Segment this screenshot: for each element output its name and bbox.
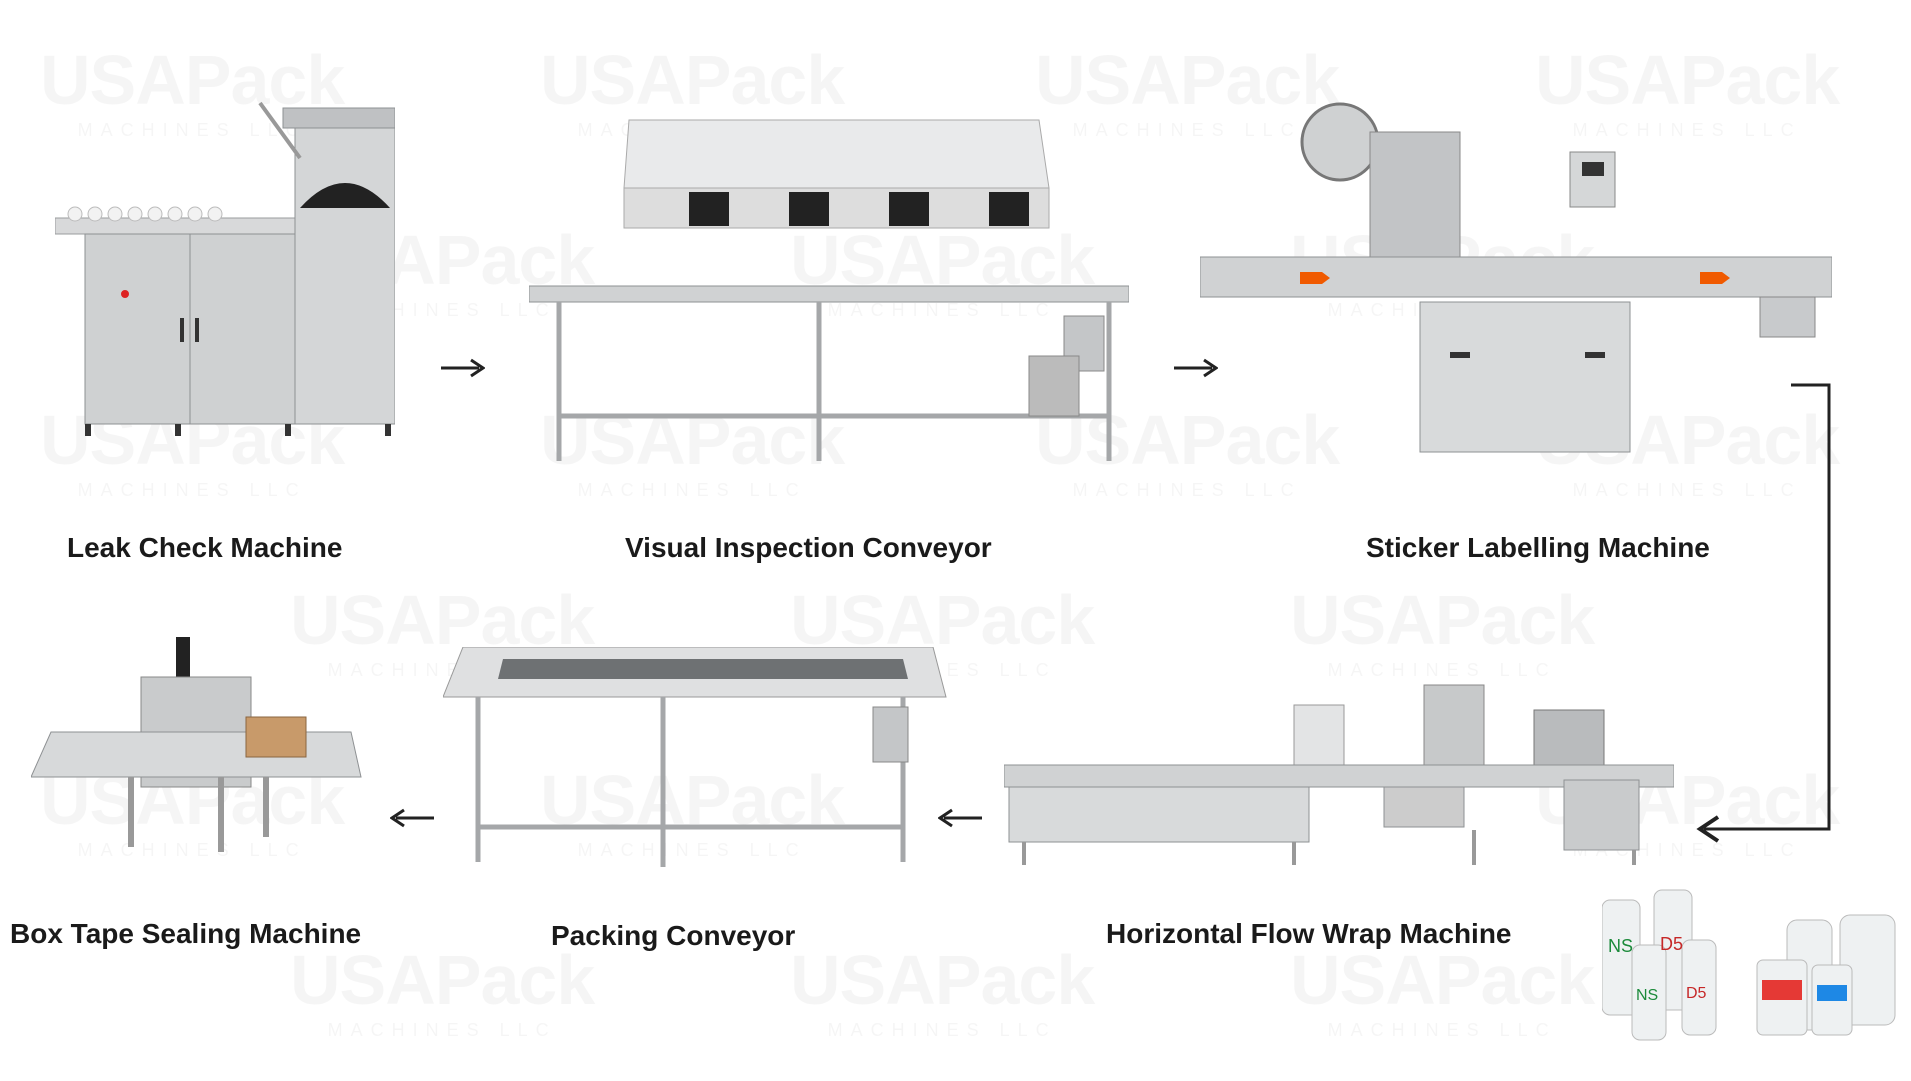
step-label-box-tape-sealing: Box Tape Sealing Machine xyxy=(10,918,362,949)
iv-bottles-bags-image: NS D5 NS D5 xyxy=(1602,880,1907,1045)
flow-arrow-right-icon xyxy=(441,358,485,378)
usapack-watermark-logo: USAPackMACHINES LLC xyxy=(790,940,1094,1041)
usapack-watermark-logo: USAPackMACHINES LLC xyxy=(290,940,594,1041)
bottle-label: D5 xyxy=(1660,934,1683,954)
usapack-watermark-logo: USAPackMACHINES LLC xyxy=(1290,940,1594,1041)
flow-connector-arrow-icon xyxy=(1690,380,1840,850)
box-tape-sealing-machine-image xyxy=(31,637,366,862)
horizontal-flow-wrap-machine-image xyxy=(1004,680,1674,870)
step-label-horizontal-flow-wrap: Horizontal Flow Wrap Machine xyxy=(1106,918,1512,949)
packing-conveyor-image xyxy=(443,647,948,872)
usapack-watermark-logo: USAPackMACHINES LLC xyxy=(1290,580,1594,681)
flow-arrow-left-icon xyxy=(390,808,434,828)
bottle-label: D5 xyxy=(1686,985,1707,1002)
bottle-label: NS xyxy=(1636,987,1658,1004)
step-label-sticker-labelling: Sticker Labelling Machine xyxy=(1366,532,1710,563)
flow-arrow-right-icon xyxy=(1174,358,1218,378)
step-label-visual-inspection: Visual Inspection Conveyor xyxy=(625,532,992,563)
flow-arrow-left-icon xyxy=(938,808,982,828)
visual-inspection-conveyor-image xyxy=(529,116,1129,466)
bottle-label: NS xyxy=(1608,936,1633,956)
leak-check-machine-image xyxy=(55,98,395,443)
step-label-packing-conveyor: Packing Conveyor xyxy=(551,920,796,951)
sticker-labelling-machine-image xyxy=(1200,92,1832,462)
step-label-leak-check: Leak Check Machine xyxy=(67,532,343,563)
